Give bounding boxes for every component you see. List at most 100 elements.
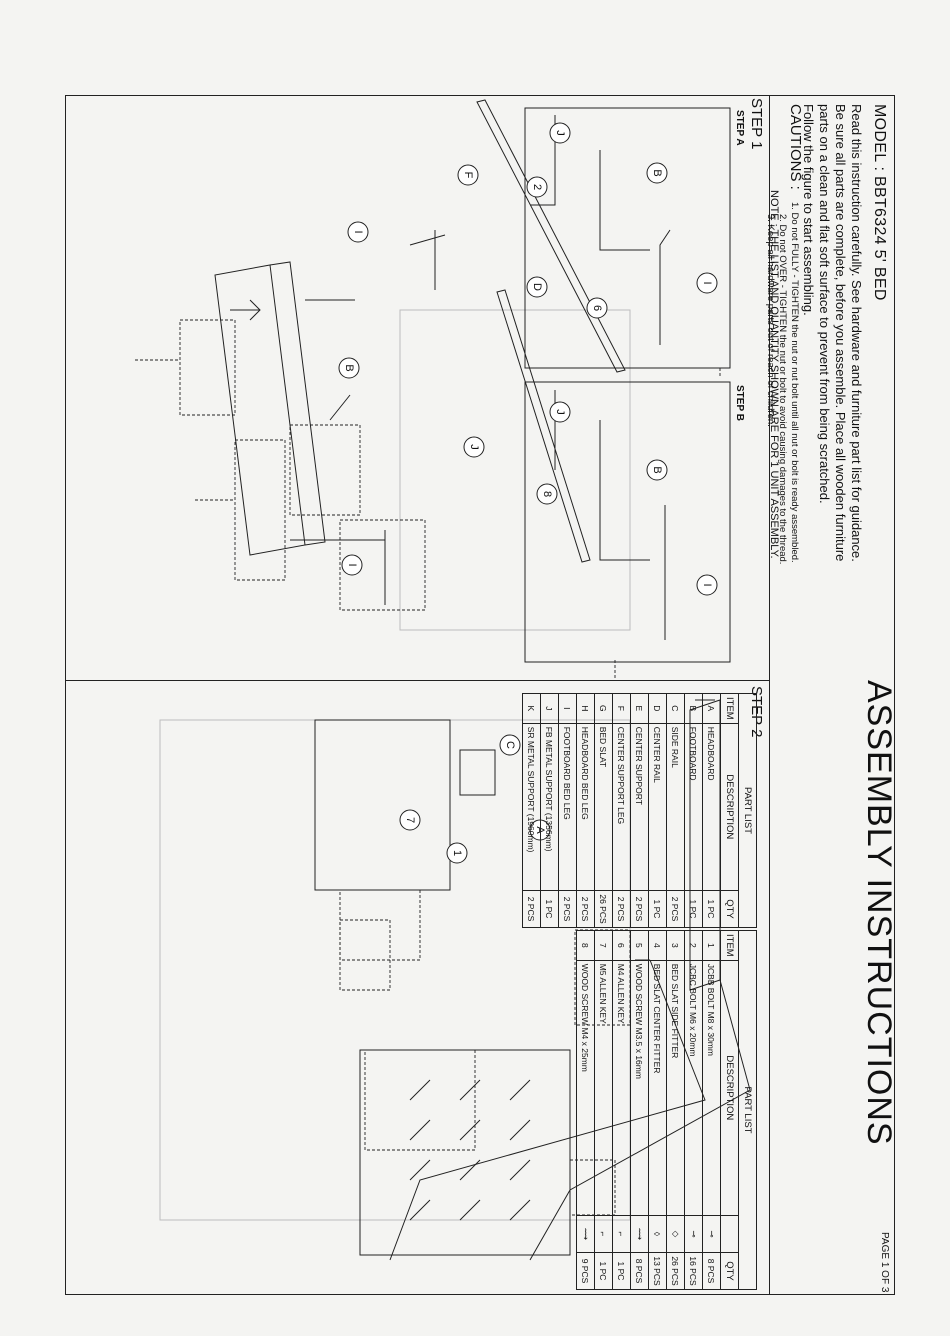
cell-qty: 2 PCS (612, 890, 631, 928)
cell-item: D (648, 693, 667, 724)
cell-qty: 13 PCS (648, 1252, 667, 1290)
cell-description: FOOTBOARD (684, 723, 703, 891)
column-header-icon (720, 1215, 739, 1253)
cell-qty: 2 PCS (522, 890, 541, 928)
part-list-title: PART LIST (738, 693, 757, 928)
cell-qty: 26 PCS (594, 890, 613, 928)
cell-description: JCBB BOLT M8 x 30mm (702, 960, 721, 1216)
cell-description: FB METAL SUPPORT (1356mm) (540, 723, 559, 891)
cell-qty: 16 PCS (684, 1252, 703, 1290)
cell-item: B (684, 693, 703, 724)
cell-item: G (594, 693, 613, 724)
cell-item: C (666, 693, 685, 724)
column-header-item: ITEM (720, 930, 739, 961)
callout-8: 8 (536, 483, 558, 505)
callout-6: 6 (586, 297, 608, 319)
callout-i: I (696, 574, 718, 596)
cell-description: HEADBOARD BED LEG (576, 723, 595, 891)
cell-qty: 2 PCS (630, 890, 649, 928)
cell-description: SR METAL SUPPORT (1960mm) (522, 723, 541, 891)
callout-j: J (463, 436, 485, 458)
cell-description: FOOTBOARD BED LEG (558, 723, 577, 891)
callout-f: F (457, 164, 479, 186)
cell-item: 3 (666, 930, 685, 961)
column-header-qty: QTY (720, 890, 739, 928)
cell-item: 5 (630, 930, 649, 961)
screw-icon: ⟿ (576, 1215, 595, 1253)
svg-text:I: I (346, 563, 358, 566)
cell-item: H (576, 693, 595, 724)
cell-qty: 8 PCS (630, 1252, 649, 1290)
cell-qty: 2 PCS (576, 890, 595, 928)
cell-item: A (702, 693, 721, 724)
bolt-icon: ⊸ (684, 1215, 703, 1253)
callout-j: J (549, 122, 571, 144)
cell-item: 4 (648, 930, 667, 961)
cell-item: 1 (702, 930, 721, 961)
cell-description: WOOD SCREW M3.5 x 16mm (630, 960, 649, 1216)
svg-text:J: J (554, 130, 566, 136)
svg-text:1: 1 (451, 850, 463, 856)
part-list-title: PART LIST (738, 930, 757, 1290)
cell-item: 6 (612, 930, 631, 961)
slat-side-fitter-icon: ◇ (666, 1215, 685, 1253)
cell-description: HEADBOARD (702, 723, 721, 891)
svg-text:2: 2 (531, 184, 543, 190)
callout-i: I (347, 221, 369, 243)
cell-qty: 9 PCS (576, 1252, 595, 1290)
column-header-description: DESCRIPTION (720, 960, 739, 1216)
cell-qty: 2 PCS (558, 890, 577, 928)
cell-item: E (630, 693, 649, 724)
screw-icon: ⟿ (630, 1215, 649, 1253)
cell-qty: 1 PC (648, 890, 667, 928)
svg-text:I: I (352, 230, 364, 233)
callout-7: 7 (399, 809, 421, 831)
svg-text:J: J (554, 409, 566, 415)
cell-item: 8 (576, 930, 595, 961)
svg-text:8: 8 (541, 491, 553, 497)
cell-description: SIDE RAIL (666, 723, 685, 891)
cell-description: BED SLAT CENTER FITTER (648, 960, 667, 1216)
cell-qty: 1 PC (540, 890, 559, 928)
cell-description: M4 ALLEN KEY (612, 960, 631, 1216)
cell-qty: 1 PC (702, 890, 721, 928)
callout-i: I (696, 272, 718, 294)
slat-center-fitter-icon: ◊ (648, 1215, 667, 1253)
cell-description: CENTER SUPPORT (630, 723, 649, 891)
callout-b: B (646, 459, 668, 481)
svg-text:D: D (531, 283, 543, 291)
cell-qty: 8 PCS (702, 1252, 721, 1290)
callout-a: A (529, 819, 551, 841)
cell-description: M5 ALLEN KEY (594, 960, 613, 1216)
svg-text:I: I (701, 281, 713, 284)
cell-qty: 1 PC (684, 890, 703, 928)
cell-item: J (540, 693, 559, 724)
svg-text:B: B (651, 169, 663, 176)
cell-description: JCBC BOLT M6 x 20mm (684, 960, 703, 1216)
svg-text:F: F (462, 172, 474, 179)
column-header-description: DESCRIPTION (720, 723, 739, 891)
cell-description: CENTER RAIL (648, 723, 667, 891)
